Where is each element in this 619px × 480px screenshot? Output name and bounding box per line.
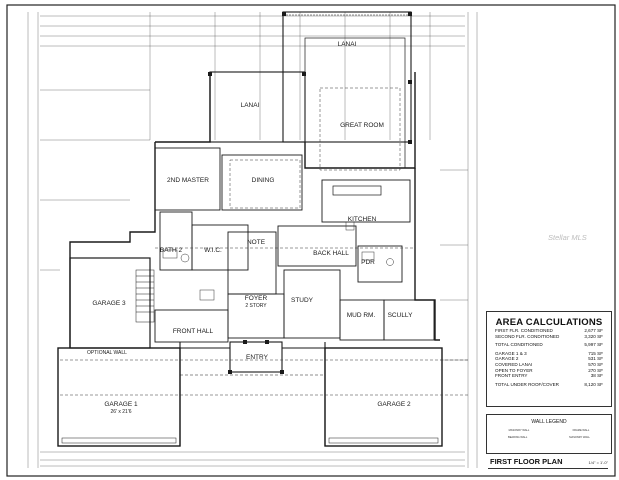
wall-legend-row-1: MASONRY WALL FRAME WALL xyxy=(487,429,611,432)
label-great-room: GREAT ROOM xyxy=(340,122,384,129)
area-row: TOTAL UNDER ROOF/COVER 8,120 SF xyxy=(487,382,611,388)
area-row: GARAGE 2 531 SF xyxy=(487,356,611,362)
area-row: FRONT ENTRY 38 SF xyxy=(487,373,611,379)
area-row-label: COVERED LANAI xyxy=(495,361,533,367)
label-bath2: BATH 2 xyxy=(160,247,183,254)
area-row-value: 8,120 SF xyxy=(584,381,603,387)
plan-title: FIRST FLOOR PLAN xyxy=(490,457,563,466)
label-mud-rm: MUD RM. xyxy=(347,312,376,319)
label-pdr: PDR xyxy=(361,259,375,266)
label-garage1: GARAGE 1 xyxy=(104,401,138,408)
area-row-value: 570 SF xyxy=(588,361,603,367)
title-underline xyxy=(488,468,608,469)
wall-legend-panel: WALL LEGEND MASONRY WALL FRAME WALL BEAR… xyxy=(486,414,612,454)
area-row-label: OPEN TO FOYER xyxy=(495,367,533,373)
area-row-label: TOTAL CONDITIONED xyxy=(495,342,543,348)
wall-legend-row-2: BEARING WALL MASONRY WALL xyxy=(487,436,611,439)
fixtures xyxy=(162,221,394,301)
label-lanai: LANAI xyxy=(241,102,260,109)
area-row-label: SECOND FLR. CONDITIONED xyxy=(495,333,560,339)
columns xyxy=(208,12,412,374)
label-front-hall: FRONT HALL xyxy=(173,328,214,335)
dimension-lines xyxy=(27,12,478,468)
wall-legend-item: MASONRY WALL xyxy=(508,429,530,432)
wall-legend-title: WALL LEGEND xyxy=(531,419,567,425)
label-foyer: FOYER xyxy=(245,295,268,302)
walls xyxy=(57,11,443,447)
label-garage3: GARAGE 3 xyxy=(92,300,126,307)
area-row-label: GARAGE 1 & 3 xyxy=(495,350,527,356)
area-row: FIRST FLR. CONDITIONED 2,677 SF xyxy=(487,328,611,334)
plan-scale: 1/4" = 1'-0" xyxy=(588,460,608,465)
label-entry: ENTRY xyxy=(246,354,269,361)
label-kitchen: KITCHEN xyxy=(348,216,377,223)
area-row-value: 5,997 SF xyxy=(584,342,603,348)
area-row-value: 3,320 SF xyxy=(584,333,603,339)
area-row-label: FIRST FLR. CONDITIONED xyxy=(495,328,553,333)
area-row-value: 715 SF xyxy=(588,350,603,356)
label-note: NOTE xyxy=(247,239,266,246)
label-garage1-size: 26' x 21'6 xyxy=(110,409,131,415)
area-row-value: 2,677 SF xyxy=(584,328,603,333)
label-wic: W.I.C. xyxy=(204,247,222,254)
area-row: COVERED LANAI 570 SF xyxy=(487,362,611,368)
area-row-value: 38 SF xyxy=(590,373,603,379)
watermark: Stellar MLS xyxy=(548,233,587,242)
label-study: STUDY xyxy=(291,297,314,304)
area-row-label: GARAGE 2 xyxy=(495,356,519,362)
area-row: OPEN TO FOYER 270 SF xyxy=(487,368,611,374)
area-calculations-panel: AREA CALCULATIONS FIRST FLR. CONDITIONED… xyxy=(486,311,612,407)
area-row: GARAGE 1 & 3 715 SF xyxy=(487,351,611,357)
area-row-label: TOTAL UNDER ROOF/COVER xyxy=(495,381,559,387)
area-calculations-title: AREA CALCULATIONS xyxy=(495,317,603,328)
label-dining: DINING xyxy=(252,177,275,184)
label-scully: SCULLY xyxy=(388,312,413,319)
ceiling-lines xyxy=(60,87,470,396)
wall-legend-item: BEARING WALL xyxy=(507,436,528,439)
area-row-value: 270 SF xyxy=(588,367,603,373)
area-row: TOTAL CONDITIONED 5,997 SF xyxy=(487,342,611,348)
label-lanai-upper: LANAI xyxy=(338,41,357,48)
label-second-master: 2ND MASTER xyxy=(167,177,209,184)
label-optional-wall: OPTIONAL WALL xyxy=(87,350,127,356)
wall-legend-item: FRAME WALL xyxy=(572,429,590,432)
area-row-value: 531 SF xyxy=(588,356,603,362)
area-row: SECOND FLR. CONDITIONED 3,320 SF xyxy=(487,334,611,340)
label-garage2: GARAGE 2 xyxy=(377,401,411,408)
plan-title-block: FIRST FLOOR PLAN 1/4" = 1'-0" xyxy=(486,452,610,472)
label-foyer-sub: 2 STORY xyxy=(245,303,267,309)
area-row-label: FRONT ENTRY xyxy=(495,373,528,379)
wall-legend-item: MASONRY WALL xyxy=(569,436,591,439)
room-labels: LANAI LANAI GREAT ROOM 2ND MASTER DINING… xyxy=(87,41,413,415)
label-back-hall: BACK HALL xyxy=(313,250,349,257)
